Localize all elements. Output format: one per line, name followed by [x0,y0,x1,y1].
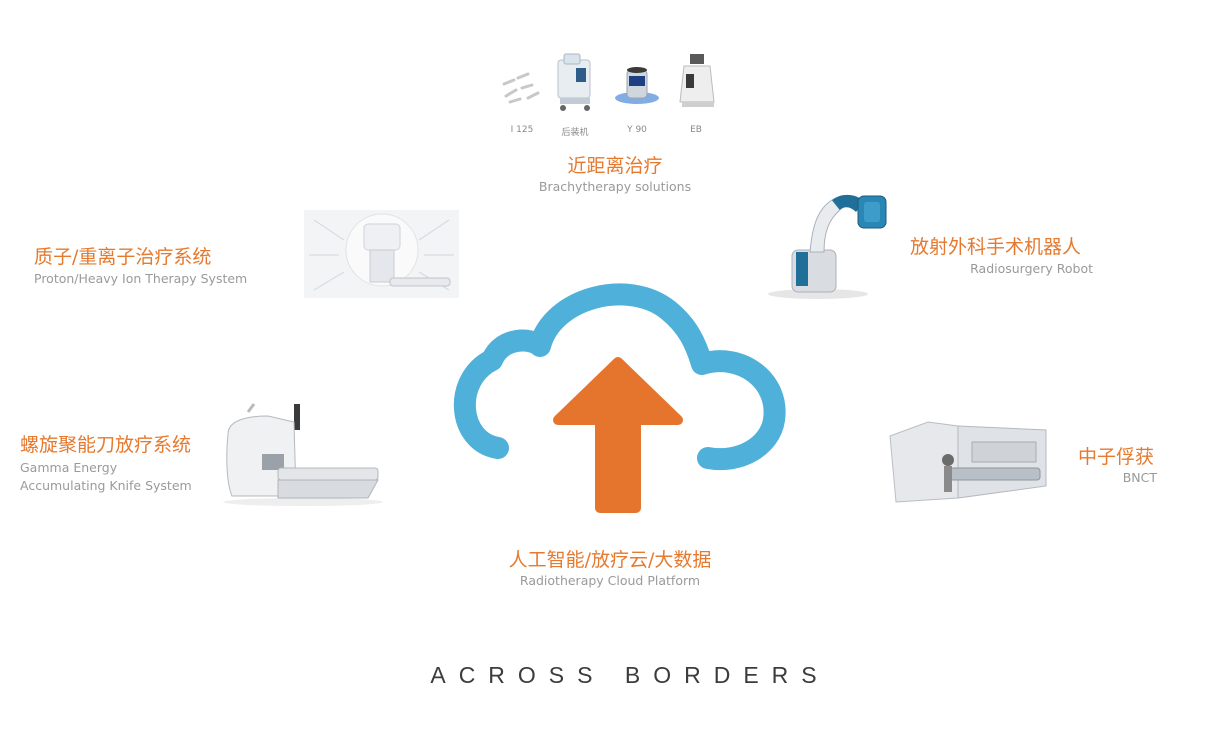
cloud-upload-icon [440,280,800,520]
upload-arrow [553,357,683,513]
proton-gantry-image [304,210,459,298]
center-label-en: Radiotherapy Cloud Platform [519,573,701,588]
brachy-item-label: I 125 [510,125,534,135]
radiosurgery-robot-image [766,190,891,300]
brachy-item-label: Y 90 [627,125,647,135]
footer-title: ACROSS BORDERS [430,662,830,688]
bnct-label-en: BNCT [1122,470,1157,485]
brachy-label-en: Brachytherapy solutions [538,179,692,194]
cloud-outline [453,283,786,471]
robot-label-en: Radiosurgery Robot [970,261,1093,276]
afterloader-image [554,52,596,112]
brachy-item-label: 后装机 [561,128,589,138]
brachy-label-cn: 近距离治疗 [567,155,663,177]
proton-label-cn: 质子/重离子治疗系统 [34,246,212,268]
center-label-cn: 人工智能/放疗云/大数据 [508,549,712,571]
gamma-label-cn: 螺旋聚能刀放疗系统 [20,434,192,456]
gamma-label-en-line2: Accumulating Knife System [20,478,192,493]
gamma-label-en-line1: Gamma Energy [20,460,118,475]
seed-sources-image [498,68,548,108]
bnct-label-cn: 中子俘获 [1078,446,1155,468]
bnct-facility-image [888,416,1050,506]
robot-label-cn: 放射外科手术机器人 [910,236,1082,258]
brachy-item-label: EB [690,125,702,135]
gamma-knife-image [218,402,390,512]
eb-device-image [676,52,720,110]
y90-device-image [612,62,662,106]
proton-label-en: Proton/Heavy Ion Therapy System [34,271,248,286]
